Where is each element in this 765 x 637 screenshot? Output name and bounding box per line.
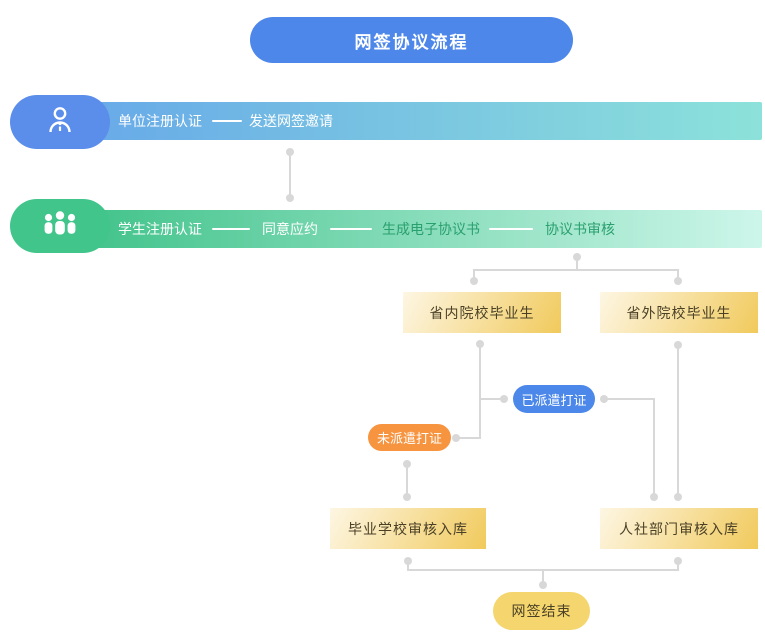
connector-line: [677, 345, 679, 497]
connector-line: [406, 464, 408, 497]
connector-dot: [674, 277, 682, 285]
connector-line: [407, 561, 409, 571]
connector-line: [474, 269, 679, 271]
step-dash: [330, 228, 372, 230]
node-inside-province: 省内院校毕业生: [403, 292, 561, 333]
connector-dot: [650, 493, 658, 501]
employer-lane-bar: [55, 102, 762, 140]
connector-line: [473, 269, 475, 280]
step-employer-register: 单位注册认证: [118, 113, 202, 129]
connector-dot: [539, 581, 547, 589]
connector-line: [677, 561, 679, 571]
group-icon: [40, 208, 80, 245]
person-icon: [43, 103, 77, 142]
page-title: 网签协议流程: [250, 17, 573, 63]
connector-dot: [470, 277, 478, 285]
node-school-review: 毕业学校审核入库: [330, 508, 486, 549]
connector-dot: [674, 493, 682, 501]
student-lane-bar: [55, 210, 762, 248]
step-dash: [212, 228, 250, 230]
connector-line: [480, 398, 505, 400]
node-end: 网签结束: [493, 592, 590, 630]
connector-line: [677, 269, 679, 280]
employer-lane-badge: [10, 95, 110, 149]
connector-line: [653, 398, 655, 497]
step-accept-offer: 同意应约: [262, 221, 318, 237]
connector-line: [479, 344, 481, 439]
step-dash: [212, 120, 242, 122]
node-dispatched: 已派遣打证: [513, 385, 595, 413]
connector-dot: [403, 493, 411, 501]
connector-line: [576, 257, 578, 271]
connector-line: [289, 152, 291, 198]
step-agreement-review: 协议书审核: [545, 221, 615, 237]
step-dash: [489, 228, 533, 230]
node-outside-province: 省外院校毕业生: [600, 292, 758, 333]
connector-line: [542, 569, 544, 585]
step-student-register: 学生注册认证: [118, 221, 202, 237]
node-not-dispatched: 未派遣打证: [368, 424, 451, 451]
connector-dot: [286, 194, 294, 202]
connector-dot: [452, 434, 460, 442]
node-hr-review: 人社部门审核入库: [600, 508, 758, 549]
step-generate-agreement: 生成电子协议书: [382, 221, 480, 237]
connector-line: [456, 437, 480, 439]
student-lane-badge: [10, 199, 110, 253]
step-send-invite: 发送网签邀请: [249, 113, 333, 129]
connector-dot: [500, 395, 508, 403]
connector-line: [604, 398, 655, 400]
